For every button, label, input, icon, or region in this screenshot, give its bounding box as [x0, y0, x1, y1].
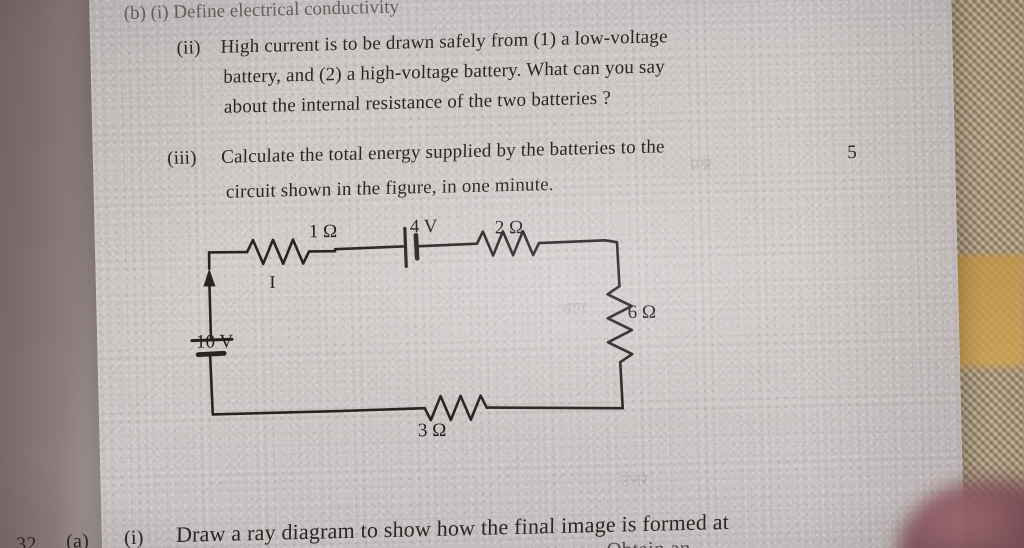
figure-label-4v: 4 V: [409, 216, 438, 238]
wire-bottom-left: [211, 409, 337, 416]
question-32-line-2-clipped: Obtain an: [606, 536, 691, 548]
wire-bottom-right: [485, 406, 625, 410]
circuit-diagram: 1 Ω 4 V 2 Ω 6 Ω 3 Ω 10 V I: [185, 211, 708, 466]
resistor-2ohm-symbol: [475, 229, 607, 257]
figure-label-current: I: [269, 271, 276, 292]
clipped-previous-line: (b) (i) Define electrical conductivity: [123, 0, 400, 25]
resistor-1ohm-symbol: [245, 238, 337, 266]
wire-left-lower: [208, 355, 215, 416]
wire-after-battery-4v: [415, 242, 479, 248]
question-iii-label: (iii): [166, 147, 197, 170]
wire-top-right-corner: [603, 239, 621, 288]
wire-left-upper: [208, 281, 213, 341]
circuit-diagram-svg: [190, 226, 634, 422]
marks-allocation: 5: [846, 141, 858, 164]
question-32-roman-label: (i): [123, 526, 144, 548]
question-ii-line-2: battery, and (2) a high-voltage battery.…: [223, 56, 666, 88]
figure-label-6ohm: 6 Ω: [627, 301, 657, 324]
figure-label-1ohm: 1 Ω: [308, 221, 338, 243]
figure-label-10v: 10 V: [195, 331, 234, 353]
question-iii-text-1: Calculate the total energy supplied by t…: [221, 136, 665, 168]
question-32-number: 32.: [15, 533, 43, 548]
figure-label-3ohm: 3 Ω: [417, 420, 447, 442]
wire-to-battery-4v: [333, 245, 405, 251]
question-ii-text-1: High current is to be drawn safely from …: [220, 26, 668, 58]
resistor-3ohm-symbol: [333, 394, 489, 422]
figure-label-2ohm: 2 Ω: [494, 217, 524, 239]
battery-10v-short-plate: [195, 350, 227, 357]
battery-4v-long-plate: [403, 226, 408, 269]
resistor-6ohm-symbol: [606, 284, 634, 364]
wire-right-lower: [618, 360, 625, 410]
question-ii-label: (ii): [176, 37, 201, 59]
question-ii-line-1: (ii) High current is to be drawn safely f…: [176, 26, 668, 60]
question-iii-line-1: (iii) Calculate the total energy supplied…: [167, 136, 665, 170]
question-iii-line-2: circuit shown in the figure, in one minu…: [225, 173, 554, 203]
question-32-part-label: (a): [65, 530, 90, 548]
question-ii-line-3: about the internal resistance of the two…: [223, 87, 612, 118]
current-arrow-head: [203, 268, 216, 287]
